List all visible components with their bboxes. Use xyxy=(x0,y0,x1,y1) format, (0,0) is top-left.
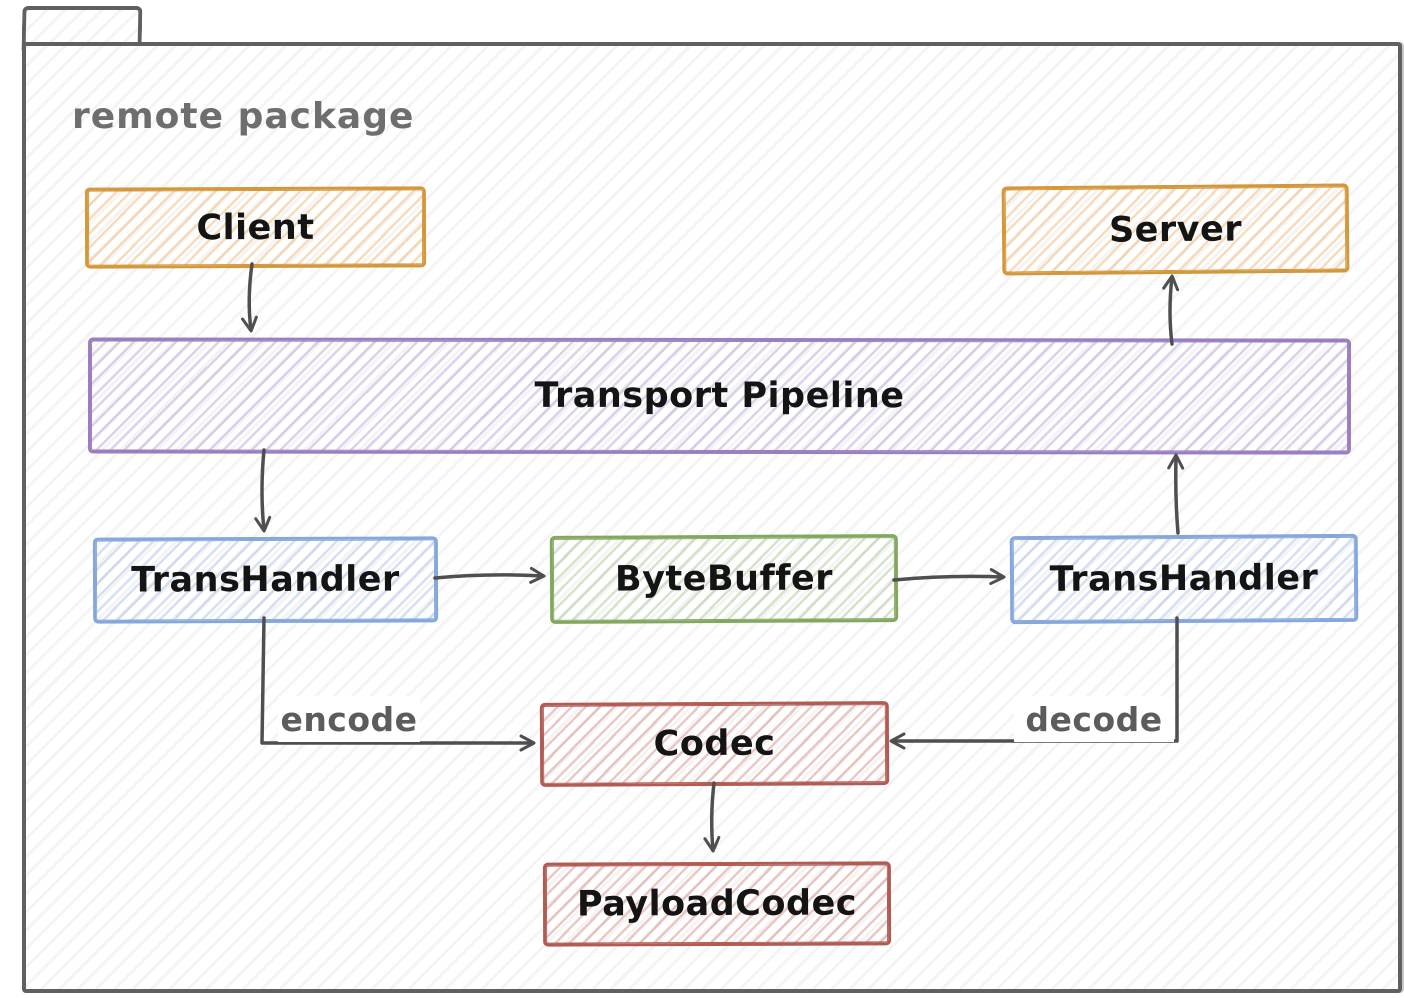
node-payload-codec: PayloadCodec xyxy=(542,861,892,947)
node-byte-buffer: ByteBuffer xyxy=(549,534,899,624)
edge-label-encode-text: encode xyxy=(280,699,418,739)
node-trans-handler-right-label: TransHandler xyxy=(1049,558,1319,600)
edge-label-decode-text: decode xyxy=(1025,699,1163,739)
node-client: Client xyxy=(84,186,427,269)
node-transport-pipeline: Transport Pipeline xyxy=(87,337,1352,455)
node-trans-handler-right: TransHandler xyxy=(1009,533,1359,625)
edge-label-encode: encode xyxy=(278,696,420,742)
node-trans-handler-left: TransHandler xyxy=(92,536,439,624)
node-codec-label: Codec xyxy=(653,723,776,765)
node-server: Server xyxy=(1001,183,1350,276)
node-codec: Codec xyxy=(539,701,890,787)
node-transport-pipeline-label: Transport Pipeline xyxy=(534,375,905,417)
node-byte-buffer-label: ByteBuffer xyxy=(614,558,834,600)
node-client-label: Client xyxy=(196,207,315,248)
node-trans-handler-left-label: TransHandler xyxy=(131,559,400,601)
node-payload-codec-label: PayloadCodec xyxy=(576,883,858,925)
package-body xyxy=(22,42,1402,993)
edge-label-decode: decode xyxy=(1014,696,1174,742)
node-server-label: Server xyxy=(1108,208,1243,251)
package-title: remote package xyxy=(72,96,415,137)
